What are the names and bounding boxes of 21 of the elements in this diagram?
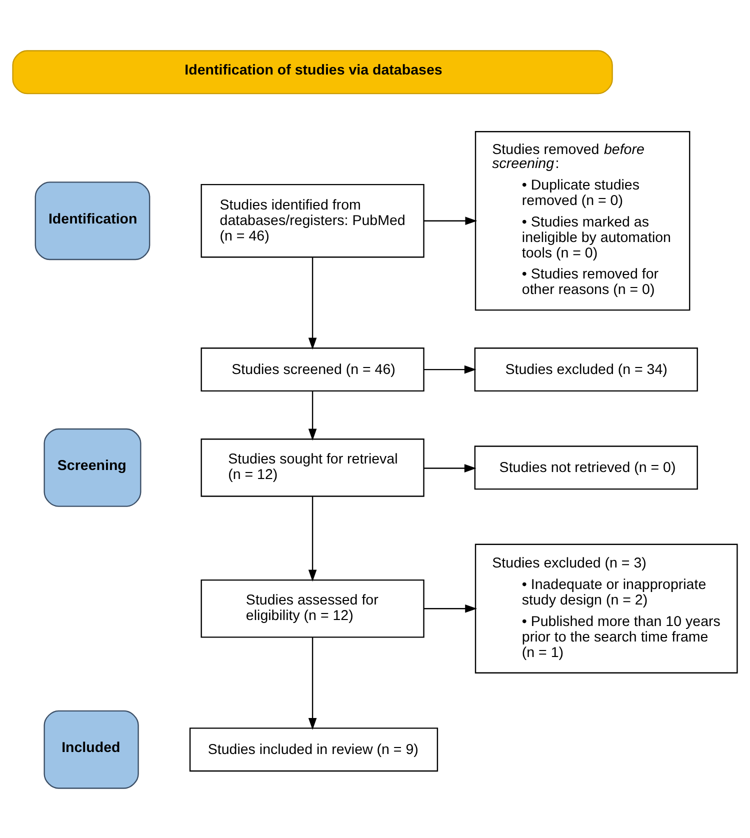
arrow — [424, 464, 476, 472]
node-box: Studies identified from databases/registers: PubMed (n = 46) — [200, 183, 424, 258]
node-box: Studies removed before screening: • Duplicate studies removed (n = 0) • Studies marked as ineligible by automation tools (n = 0) • Studies removed for other reasons (n = 0) — [474, 130, 690, 310]
node-box: Screening — [44, 428, 142, 506]
node-box: Identification — [34, 181, 150, 260]
arrow — [308, 390, 317, 440]
arrow — [424, 216, 478, 225]
node-box: Studies excluded (n = 3) • Inadequate or inappropriate study design (n = 2) • Published more than 10 years prior to the search time frame (n = 1) — [474, 543, 738, 673]
arrow — [308, 496, 317, 582]
node-box: Studies included in review (n = 9) — [189, 727, 438, 772]
arrow — [424, 604, 478, 612]
node-box: Studies screened (n = 46) — [200, 347, 424, 392]
arrow — [308, 637, 317, 730]
node-box: Studies excluded (n = 34) — [474, 347, 698, 392]
node-box: Identification of studies via databases — [12, 50, 613, 94]
node-box: Studies sought for retrieval (n = 12) — [200, 438, 424, 496]
node-box: Studies assessed for eligibility (n = 12) — [200, 578, 424, 638]
node-box: Studies not retrieved (n = 0) — [474, 445, 698, 490]
arrow — [308, 256, 317, 350]
arrow — [424, 364, 476, 374]
node-box: Included — [44, 710, 139, 788]
